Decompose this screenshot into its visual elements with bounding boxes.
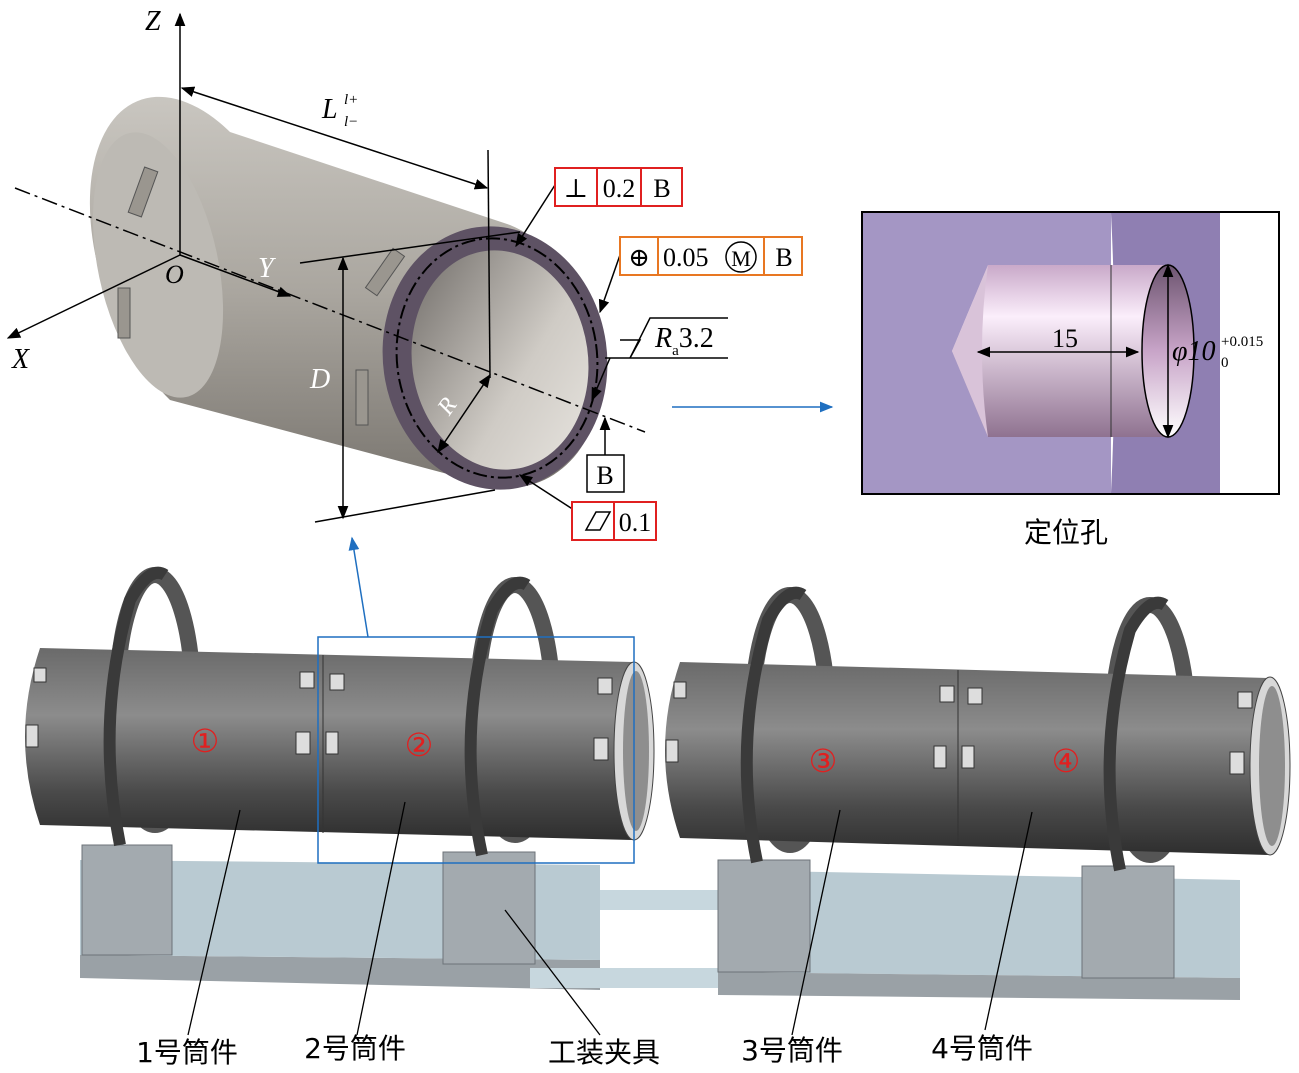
datum-b: B [586,416,625,493]
lower-tolerance: 0 [1221,355,1229,371]
detail-caption: 定位孔 [1024,516,1108,549]
coordinate-axes [6,12,646,433]
fixture-label: 工装夹具 [548,1036,660,1069]
length-label: L [321,94,338,125]
segment-1-label: 1号筒件 [136,1036,238,1069]
segment-2-number: ② [405,727,434,763]
hole-diameter: φ10 [1172,336,1216,367]
diameter-label: D [309,364,330,395]
origin-label: O [165,260,184,289]
detail-inset: 15 φ10 +0.015 0 [861,211,1280,495]
segment-1-number: ① [191,723,220,759]
segment-2-label: 2号筒件 [304,1032,406,1065]
position-value: 0.05 [663,243,709,272]
perpendicularity-value: 0.2 [603,174,636,203]
segment-3-label: 3号筒件 [741,1034,843,1067]
length-upper: l+ [344,92,358,108]
depth-dimension: 15 [1052,324,1078,353]
segment-4-label: 4号筒件 [931,1032,1033,1065]
dimension-lines [180,86,521,523]
leader-lines [187,801,1033,1036]
x-axis-label: X [11,344,30,375]
fixture-assembly [25,566,1291,1000]
segment-2-highlight [317,636,635,864]
perpendicularity-datum: B [653,174,670,203]
highlight-arrow [348,536,369,638]
perpendicular-icon: ⊥ [564,174,588,203]
upper-tolerance: +0.015 [1221,334,1263,350]
top-cylinder [89,96,608,490]
position-frame: ⊕ 0.05 M B [598,236,803,314]
y-axis-label: Y [258,253,277,284]
position-icon: ⊕ [628,243,650,272]
length-lower: l− [344,114,358,130]
flatness-icon [584,511,612,531]
mmc-modifier: M [731,246,751,271]
segment-3-number: ③ [809,743,838,779]
perpendicularity-frame: ⊥ 0.2 B [515,167,683,248]
datum-label: B [596,461,613,490]
flatness-frame: 0.1 [518,474,657,541]
flatness-value: 0.1 [619,508,652,537]
roughness-symbol [591,317,728,402]
z-axis-label: Z [145,6,161,37]
roughness-label: Ra3.2 [654,323,714,359]
segment-4-number: ④ [1052,743,1081,779]
position-datum: B [775,243,792,272]
